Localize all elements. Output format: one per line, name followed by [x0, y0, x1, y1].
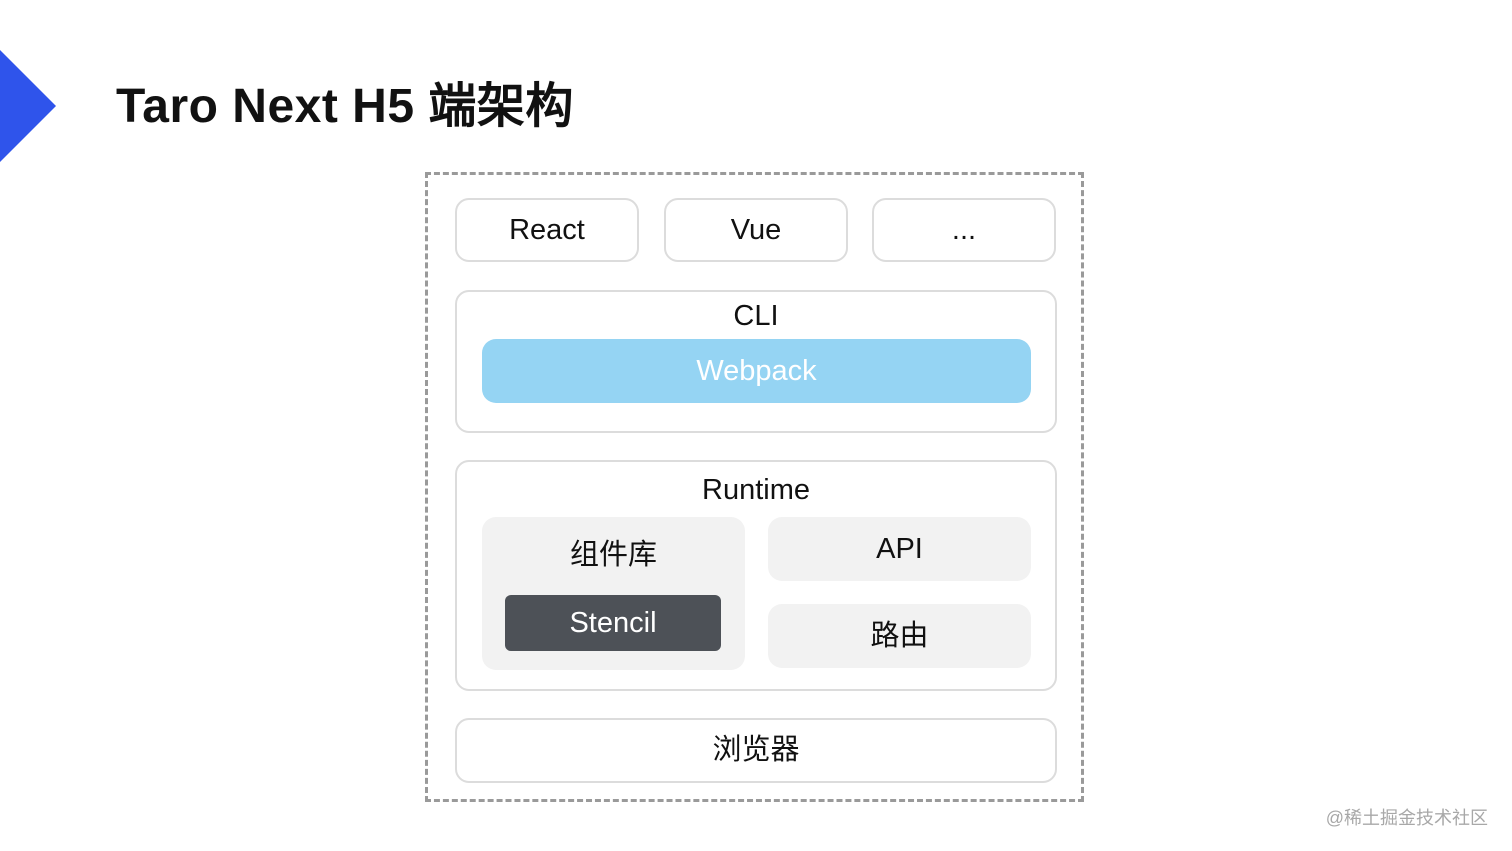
stencil-box: Stencil: [505, 595, 721, 651]
stencil-label: Stencil: [569, 607, 657, 639]
framework-label: ...: [951, 214, 977, 246]
accent-arrow-icon: [0, 50, 56, 162]
framework-label: React: [509, 214, 585, 246]
page-title: Taro Next H5 端架构: [116, 80, 574, 133]
runtime-label: Runtime: [702, 474, 810, 506]
router-box: 路由: [768, 604, 1031, 668]
router-label: 路由: [870, 620, 929, 652]
framework-react: React: [455, 198, 639, 262]
component-library-label: 组件库: [569, 539, 657, 571]
architecture-boundary: [425, 172, 1084, 802]
framework-more: ...: [872, 198, 1056, 262]
api-label: API: [876, 533, 923, 565]
browser-layer: 浏览器: [455, 718, 1057, 783]
webpack-box: Webpack: [482, 339, 1031, 403]
framework-vue: Vue: [664, 198, 848, 262]
api-box: API: [768, 517, 1031, 581]
browser-label: 浏览器: [712, 734, 800, 766]
watermark: @稀土掘金技术社区: [1325, 808, 1488, 828]
cli-label: CLI: [733, 300, 779, 332]
webpack-label: Webpack: [696, 355, 817, 387]
framework-label: Vue: [730, 214, 782, 246]
